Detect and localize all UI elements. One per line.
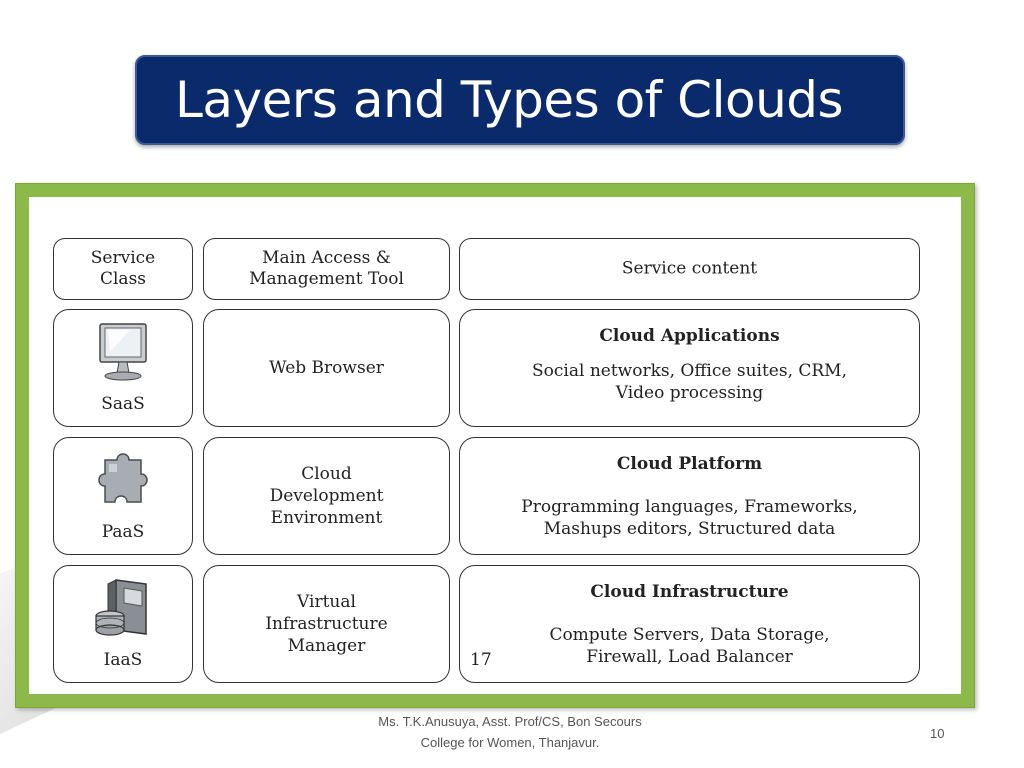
iaas-access-line2: Infrastructure xyxy=(265,613,388,634)
paas-access-line2: Development xyxy=(269,485,384,506)
server-icon xyxy=(95,579,147,636)
iaas-access-line1: Virtual xyxy=(297,591,356,612)
saas-class-cell: SaaS xyxy=(53,309,193,427)
iaas-access-line3: Manager xyxy=(287,636,366,657)
title-banner: Layers and Types of Clouds xyxy=(135,55,905,145)
paas-content-line1: Programming languages, Frameworks, xyxy=(521,497,858,517)
slide-page-number: 10 xyxy=(930,726,945,741)
footer-author-line2: College for Women, Thanjavur. xyxy=(420,734,600,750)
footer-author-line1: Ms. T.K.Anusuya, Asst. Prof/CS, Bon Seco… xyxy=(378,714,642,729)
diagram-canvas: Service Class Main Access & Management T… xyxy=(29,197,961,694)
header-access-tool-line2: Management Tool xyxy=(249,269,404,289)
header-service-class: Service Class xyxy=(53,238,193,300)
header-service-content: Service content xyxy=(459,238,920,300)
paas-class-cell: PaaS xyxy=(53,437,193,555)
monitor-icon xyxy=(99,323,147,381)
iaas-label: IaaS xyxy=(103,650,143,670)
header-service-content-label: Service content xyxy=(621,258,758,279)
paas-content-cell: Cloud Platform Programming languages, Fr… xyxy=(459,437,920,555)
paas-label: PaaS xyxy=(101,522,145,542)
paas-content-title: Cloud Platform xyxy=(616,454,763,474)
header-service-class-line1: Service xyxy=(90,247,156,268)
header-service-class-line2: Class xyxy=(99,269,147,289)
figure-page-number: 17 xyxy=(470,650,492,670)
footer-author: Ms. T.K.Anusuya, Asst. Prof/CS, Bon Seco… xyxy=(330,712,690,754)
iaas-content-line1: Compute Servers, Data Storage, xyxy=(549,625,830,645)
iaas-content-title: Cloud Infrastructure xyxy=(590,582,789,602)
iaas-content-cell: Cloud Infrastructure Compute Servers, Da… xyxy=(459,565,920,683)
saas-label: SaaS xyxy=(101,394,145,414)
saas-content-title: Cloud Applications xyxy=(599,326,780,346)
iaas-class-cell: IaaS xyxy=(53,565,193,683)
slide-title: Layers and Types of Clouds xyxy=(175,71,844,129)
saas-content-line1: Social networks, Office suites, CRM, xyxy=(532,361,847,381)
paas-access-cell: Cloud Development Environment xyxy=(203,437,450,555)
iaas-access-cell: Virtual Infrastructure Manager xyxy=(203,565,450,683)
saas-access-tool: Web Browser xyxy=(269,358,384,378)
paas-content-line2: Mashups editors, Structured data xyxy=(543,519,836,540)
iaas-content-line2: Firewall, Load Balancer xyxy=(586,647,793,668)
paas-access-line1: Cloud xyxy=(301,463,352,484)
puzzle-icon xyxy=(98,453,148,503)
saas-content-line2: Video processing xyxy=(615,383,764,404)
saas-content-cell: Cloud Applications Social networks, Offi… xyxy=(459,309,920,427)
diagram-frame: Service Class Main Access & Management T… xyxy=(15,183,975,708)
header-access-tool: Main Access & Management Tool xyxy=(203,238,450,300)
paas-access-line3: Environment xyxy=(270,508,383,529)
header-access-tool-line1: Main Access & xyxy=(262,247,391,268)
saas-access-cell: Web Browser xyxy=(203,309,450,427)
